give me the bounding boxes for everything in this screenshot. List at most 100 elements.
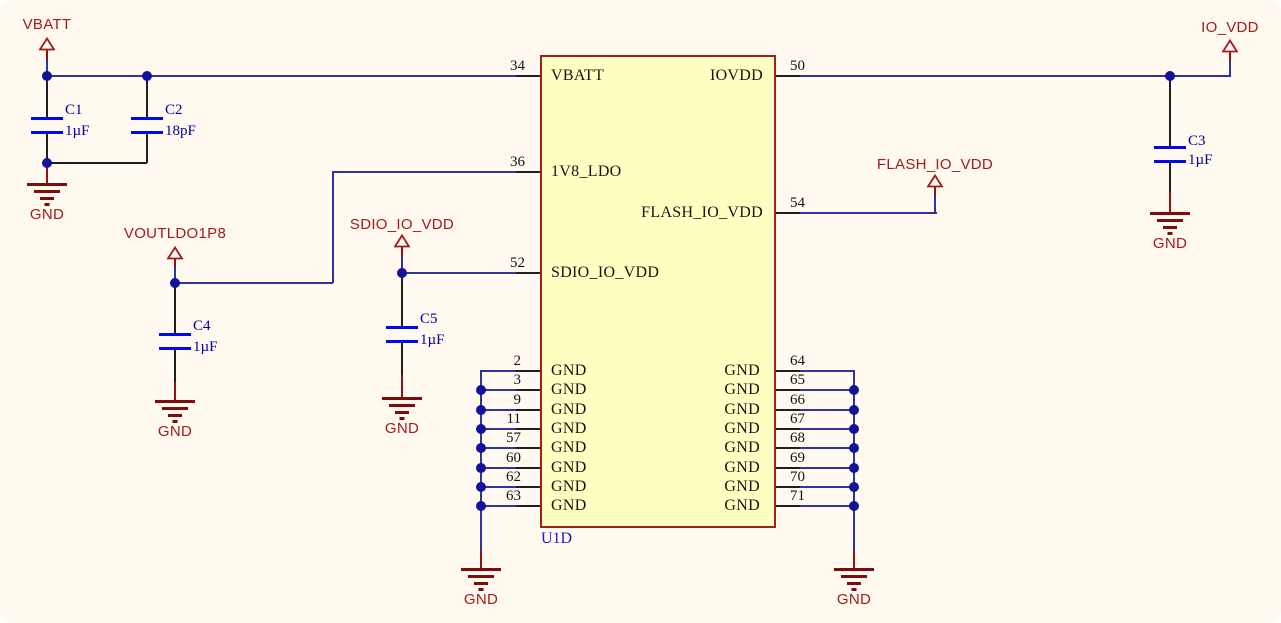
- vbatt-port-stem[interactable]: [46, 50, 48, 62]
- c1-lead-bottom[interactable]: [46, 132, 48, 163]
- c4-lead-top[interactable]: [174, 283, 176, 334]
- gnd-net-label[interactable]: GND: [157, 423, 193, 440]
- io-vdd-power-port-label[interactable]: IO_VDD: [1201, 19, 1259, 36]
- power-port-arrow-icon[interactable]: [927, 174, 943, 188]
- c5-capacitor-symbol[interactable]: [386, 340, 418, 343]
- wire-gnd-pin70[interactable]: [800, 486, 855, 488]
- sdio-port-stem[interactable]: [401, 247, 403, 258]
- wire-gnd-pin67[interactable]: [800, 428, 855, 430]
- wire-left-gnd-bus[interactable]: [480, 370, 482, 551]
- wire-gnd-pin65[interactable]: [800, 389, 855, 391]
- c4-lead-bottom[interactable]: [174, 348, 176, 382]
- wire-vbatt-drop[interactable]: [46, 60, 48, 76]
- gnd-symbol[interactable]: [1150, 212, 1190, 236]
- c2-capacitor-symbol[interactable]: [131, 117, 163, 120]
- wire-1v8ldo-net[interactable]: [333, 171, 516, 173]
- pin-stub-11[interactable]: [516, 428, 540, 430]
- gnd-symbol[interactable]: [155, 400, 195, 424]
- power-port-arrow-icon[interactable]: [394, 234, 410, 248]
- pin-stub-64[interactable]: [776, 370, 800, 372]
- sdio-io-vdd-power-port-label[interactable]: SDIO_IO_VDD: [349, 216, 455, 233]
- wire-flash-drop[interactable]: [934, 196, 936, 214]
- wire-gnd-pin11[interactable]: [481, 428, 516, 430]
- pin-stub-57[interactable]: [516, 447, 540, 449]
- pin-stub-60[interactable]: [516, 467, 540, 469]
- c2-lead-top[interactable]: [146, 76, 148, 118]
- gnd-net-label[interactable]: GND: [836, 591, 872, 608]
- gnd-net-label[interactable]: GND: [384, 420, 420, 437]
- voutldo1p8-power-port-label[interactable]: VOUTLDO1P8: [123, 225, 227, 242]
- gnd3-stem[interactable]: [401, 375, 403, 397]
- gnd-net-label[interactable]: GND: [1152, 235, 1188, 252]
- c3-capacitor-symbol[interactable]: [1154, 160, 1186, 163]
- c4-capacitor-symbol[interactable]: [159, 333, 191, 336]
- wire-voutldo-riser[interactable]: [332, 171, 334, 283]
- gnd4-stem[interactable]: [480, 551, 482, 568]
- wire-c1-c2-gnd-link[interactable]: [47, 162, 147, 164]
- vbatt-power-port-label[interactable]: VBATT: [22, 16, 72, 33]
- c5-capacitor-symbol[interactable]: [386, 326, 418, 329]
- pin-stub-36[interactable]: [516, 171, 540, 173]
- pin-stub-63[interactable]: [516, 505, 540, 507]
- wire-iovdd-drop[interactable]: [1229, 61, 1231, 77]
- wire-vbatt-net[interactable]: [47, 75, 516, 77]
- c5-lead-bottom[interactable]: [401, 341, 403, 375]
- power-port-arrow-icon[interactable]: [1222, 39, 1238, 53]
- gnd-symbol[interactable]: [382, 397, 422, 421]
- pin-stub-52[interactable]: [516, 272, 540, 274]
- power-port-arrow-icon[interactable]: [39, 37, 55, 51]
- c4-capacitor-symbol[interactable]: [159, 347, 191, 350]
- gnd-net-label[interactable]: GND: [29, 206, 65, 223]
- c1-capacitor-symbol[interactable]: [31, 117, 63, 120]
- gnd-symbol[interactable]: [834, 568, 874, 592]
- wire-iovdd-net[interactable]: [800, 75, 1231, 77]
- wire-gnd-pin3[interactable]: [481, 389, 516, 391]
- pin-stub-62[interactable]: [516, 486, 540, 488]
- wire-gnd-pin66[interactable]: [800, 409, 855, 411]
- c3-lead-top[interactable]: [1169, 76, 1171, 147]
- gnd1-stem[interactable]: [46, 163, 48, 183]
- pin-stub-71[interactable]: [776, 505, 800, 507]
- gnd-symbol[interactable]: [461, 568, 501, 592]
- gnd5-stem[interactable]: [853, 551, 855, 568]
- wire-gnd-pin68[interactable]: [800, 447, 855, 449]
- c2-lead-bottom[interactable]: [146, 132, 148, 163]
- pin-stub-34[interactable]: [516, 75, 540, 77]
- pin-stub-69[interactable]: [776, 467, 800, 469]
- pin-stub-2[interactable]: [516, 370, 540, 372]
- wire-gnd-pin9[interactable]: [481, 409, 516, 411]
- wire-gnd-pin62[interactable]: [481, 486, 516, 488]
- c5-lead-top[interactable]: [401, 273, 403, 327]
- c1-lead-top[interactable]: [46, 76, 48, 118]
- c1-capacitor-symbol[interactable]: [31, 131, 63, 134]
- flash-port-stem[interactable]: [934, 187, 936, 197]
- wire-gnd-pin71[interactable]: [800, 505, 855, 507]
- wire-right-gnd-bus[interactable]: [853, 370, 855, 551]
- pin-stub-50[interactable]: [776, 75, 800, 77]
- pin-stub-66[interactable]: [776, 409, 800, 411]
- iovdd-port-stem[interactable]: [1229, 52, 1231, 62]
- pin-stub-65[interactable]: [776, 389, 800, 391]
- pin-stub-9[interactable]: [516, 409, 540, 411]
- c3-capacitor-symbol[interactable]: [1154, 146, 1186, 149]
- voutldo-port-stem[interactable]: [174, 258, 176, 268]
- gnd-net-label[interactable]: GND: [463, 591, 499, 608]
- wire-gnd-pin63[interactable]: [481, 505, 516, 507]
- pin-stub-70[interactable]: [776, 486, 800, 488]
- c2-capacitor-symbol[interactable]: [131, 131, 163, 134]
- wire-gnd-pin64[interactable]: [800, 370, 855, 372]
- pin-stub-3[interactable]: [516, 389, 540, 391]
- pin-stub-68[interactable]: [776, 447, 800, 449]
- pin-stub-67[interactable]: [776, 428, 800, 430]
- wire-gnd-pin60[interactable]: [481, 467, 516, 469]
- ic-body-u1d[interactable]: [540, 55, 776, 528]
- gnd-symbol[interactable]: [27, 183, 67, 207]
- power-port-arrow-icon[interactable]: [167, 246, 183, 260]
- wire-gnd-pin2[interactable]: [481, 370, 516, 372]
- gnd6-stem[interactable]: [1169, 192, 1171, 212]
- flash-io-vdd-power-port-label[interactable]: FLASH_IO_VDD: [876, 156, 994, 173]
- wire-sdio-drop[interactable]: [401, 256, 403, 273]
- c3-lead-bottom[interactable]: [1169, 161, 1171, 192]
- wire-voutldo-drop[interactable]: [174, 267, 176, 283]
- pin-stub-54[interactable]: [776, 212, 800, 214]
